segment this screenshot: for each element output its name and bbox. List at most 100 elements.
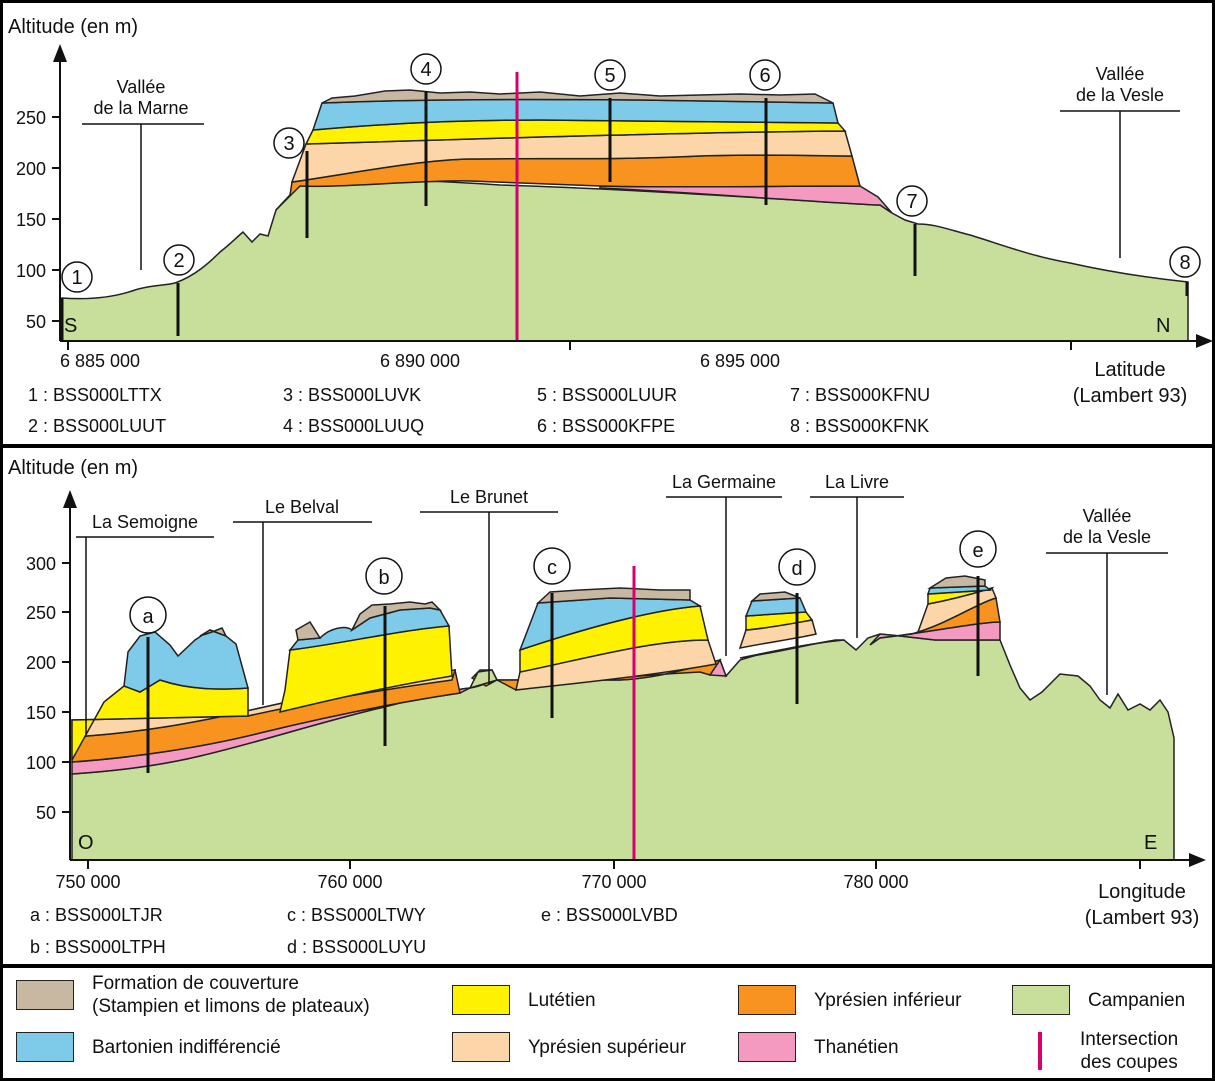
s1-x-tick-marks	[67, 341, 1072, 350]
s2-x-tick-label: 780 000	[843, 872, 908, 892]
s2-valley-vesle-label-2: de la Vesle	[1063, 527, 1151, 547]
s1-marker-label: 1	[71, 267, 82, 289]
s2-borehole-code: c : BSS000LTWY	[287, 905, 426, 925]
s2-x-axis-label: Longitude	[1098, 881, 1186, 903]
s2-y-tick-label: 150	[26, 703, 56, 723]
s2-y-tick-label: 100	[26, 753, 56, 773]
legend-swatch-ypresien-inf	[738, 985, 796, 1015]
s1-borehole-code: 4 : BSS000LUUQ	[283, 416, 424, 436]
s2-y-tick-marks	[62, 562, 70, 813]
s1-borehole-code: 6 : BSS000KFPE	[537, 416, 675, 436]
s1-y-axis-label: Altitude (en m)	[8, 16, 138, 38]
s1-x-tick-labels: 6 885 000 6 890 000 6 895 000	[60, 351, 780, 371]
s1-marker-label: 7	[906, 191, 917, 213]
s2-borehole-list: a : BSS000LTJR b : BSS000LTPH c : BSS000…	[30, 905, 678, 957]
section1-cross-section	[52, 44, 1213, 350]
s1-y-tick-label: 200	[16, 159, 46, 179]
s1-x-tick-label: 6 885 000	[60, 351, 140, 371]
legend-label-ypresien-sup: Yprésien supérieur	[528, 1036, 687, 1058]
s1-couverture	[321, 89, 834, 104]
s1-marker-circle	[896, 185, 928, 217]
legend-item-bartonien: Bartonien indifférencié	[16, 1032, 281, 1062]
legend-item-campanien: Campanien	[1012, 985, 1185, 1015]
s2-marker-circle	[778, 548, 816, 586]
legend-label-campanien: Campanien	[1088, 989, 1186, 1011]
s1-y-tick-label: 100	[16, 261, 46, 281]
s1-borehole-markers: 1 2 3 4 5 6 7 8	[61, 53, 1201, 293]
s1-valley-marne-label: Vallée	[117, 77, 166, 97]
s1-x-tick-label: 6 890 000	[380, 351, 460, 371]
legend-label-ypresien-inf: Yprésien inférieur	[814, 989, 962, 1011]
s1-marker-label: 4	[420, 59, 431, 81]
s2-x-tick-label: 760 000	[317, 872, 382, 892]
s2-y-axis-arrow	[63, 490, 77, 508]
s2-borehole-code: e : BSS000LVBD	[541, 905, 678, 925]
s1-marker-circle	[163, 244, 195, 276]
legend-item-intersection: Intersection des coupes	[1012, 1028, 1178, 1074]
s2-x-axis-arrow	[1189, 853, 1206, 867]
legend-swatch-ypresien-sup	[452, 1032, 510, 1062]
s1-y-tick-label: 250	[16, 108, 46, 128]
legend-item-ypresien-sup: Yprésien supérieur	[452, 1032, 686, 1062]
s1-marker-label: 2	[173, 250, 184, 272]
s2-y-tick-label: 50	[36, 803, 56, 823]
s1-valley-vesle-label: Vallée	[1096, 64, 1145, 84]
s1-y-tick-label: 50	[26, 312, 46, 332]
s1-borehole-code: 2 : BSS000LUUT	[28, 416, 166, 436]
legend-label-lutetien: Lutétien	[528, 989, 596, 1011]
s1-marker-circle	[410, 53, 442, 85]
s2-direction-west: O	[78, 832, 94, 854]
s2-y-tick-label: 250	[26, 603, 56, 623]
s1-marker-label: 5	[604, 65, 615, 87]
s2-y-axis-label: Altitude (en m)	[8, 457, 138, 479]
s2-marker-circle	[129, 596, 167, 634]
legend-item-lutetien: Lutétien	[452, 985, 596, 1015]
s1-y-tick-marks	[52, 116, 60, 322]
s1-valley-marne-label-2: de la Marne	[93, 98, 188, 118]
legend-swatch-thanetien	[738, 1032, 796, 1062]
s1-valley-vesle-label-2: de la Vesle	[1076, 85, 1164, 105]
legend-swatch-campanien	[1012, 985, 1070, 1015]
legend-item-thanetien: Thanétien	[738, 1032, 899, 1062]
s1-marker-circle	[61, 261, 93, 293]
s1-marker-label: 3	[283, 133, 294, 155]
s2-marker-circle	[959, 530, 997, 568]
s2-borehole-code: a : BSS000LTJR	[30, 905, 163, 925]
legend-item-ypresien-inf: Yprésien inférieur	[738, 985, 962, 1015]
s1-x-axis-arrow	[1196, 334, 1213, 348]
s1-direction-south: S	[64, 315, 77, 337]
s2-marker-label: c	[547, 557, 557, 579]
s1-marker-circle	[749, 59, 781, 91]
s2-campanien-hill-brunet	[468, 669, 499, 690]
s2-place-livre: La Livre	[825, 472, 889, 492]
s2-borehole-markers: a b c d e	[129, 530, 997, 634]
s1-borehole-code: 3 : BSS000LUVK	[283, 385, 421, 405]
s1-borehole-list: 1 : BSS000LTTX 2 : BSS000LUUT 3 : BSS000…	[28, 385, 930, 436]
s1-borehole-code: 5 : BSS000LUUR	[537, 385, 677, 405]
legend-item-couverture: Formation de couverture (Stampien et lim…	[16, 972, 370, 1018]
s1-marker-label: 8	[1179, 252, 1190, 274]
s2-y-tick-label: 200	[26, 653, 56, 673]
s2-marker-circle	[365, 557, 403, 595]
s2-x-axis-label-2: (Lambert 93)	[1085, 907, 1200, 929]
s1-campanien	[61, 179, 1189, 342]
s2-place-brunet: Le Brunet	[450, 487, 528, 507]
s2-y-tick-label: 300	[26, 554, 56, 574]
s1-y-axis-arrow	[53, 44, 67, 62]
s2-place-semoigne: La Semoigne	[92, 512, 198, 532]
s1-x-axis-label: Latitude	[1094, 359, 1165, 381]
s2-couverture	[199, 575, 986, 641]
legend-label-bartonien: Bartonien indifférencié	[92, 1036, 281, 1058]
s1-direction-north: N	[1156, 315, 1170, 337]
s2-x-tick-label: 750 000	[55, 872, 120, 892]
s1-borehole-code: 7 : BSS000KFNU	[790, 385, 930, 405]
s1-marker-circle	[273, 127, 305, 159]
s2-marker-label: e	[972, 540, 983, 562]
legend-label-couverture: Formation de couverture (Stampien et lim…	[92, 973, 370, 1017]
s1-x-axis-label-2: (Lambert 93)	[1073, 385, 1188, 407]
s1-marker-label: 6	[759, 65, 770, 87]
s2-x-tick-label: 770 000	[581, 872, 646, 892]
s2-place-belval: Le Belval	[265, 497, 339, 517]
